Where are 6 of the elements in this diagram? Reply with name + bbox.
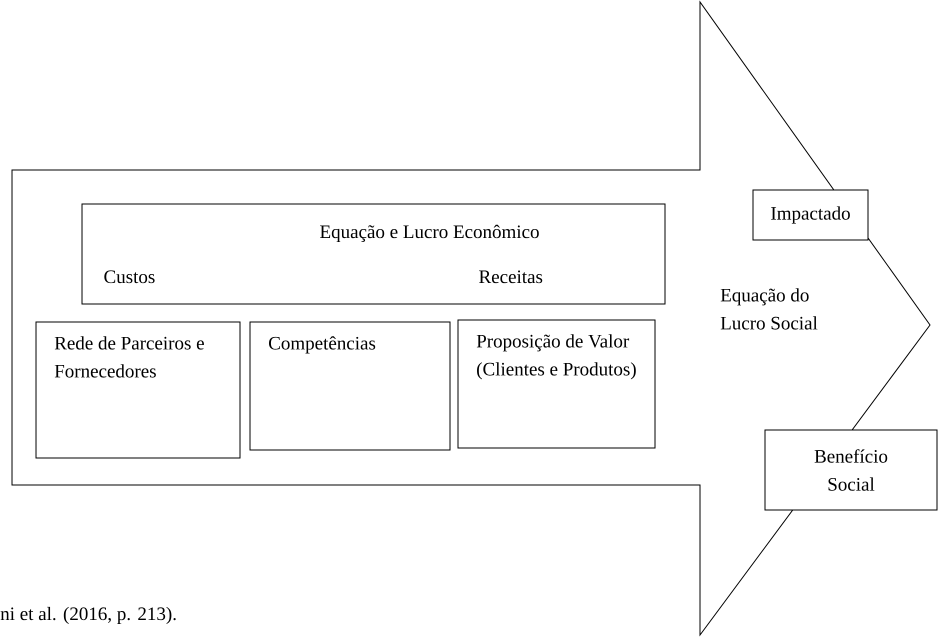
process-box: Competências <box>250 322 450 450</box>
process-box: Rede de Parceiros e Fornecedores <box>36 322 240 458</box>
process-box: Proposição de Valor (Clientes e Produtos) <box>458 320 656 448</box>
source-note: ni et al. (2016, p. 213). <box>0 606 176 624</box>
process-box: Equação e Lucro Econômico Custos Receitas <box>82 204 666 304</box>
label-box: Benefício Social <box>764 430 938 510</box>
